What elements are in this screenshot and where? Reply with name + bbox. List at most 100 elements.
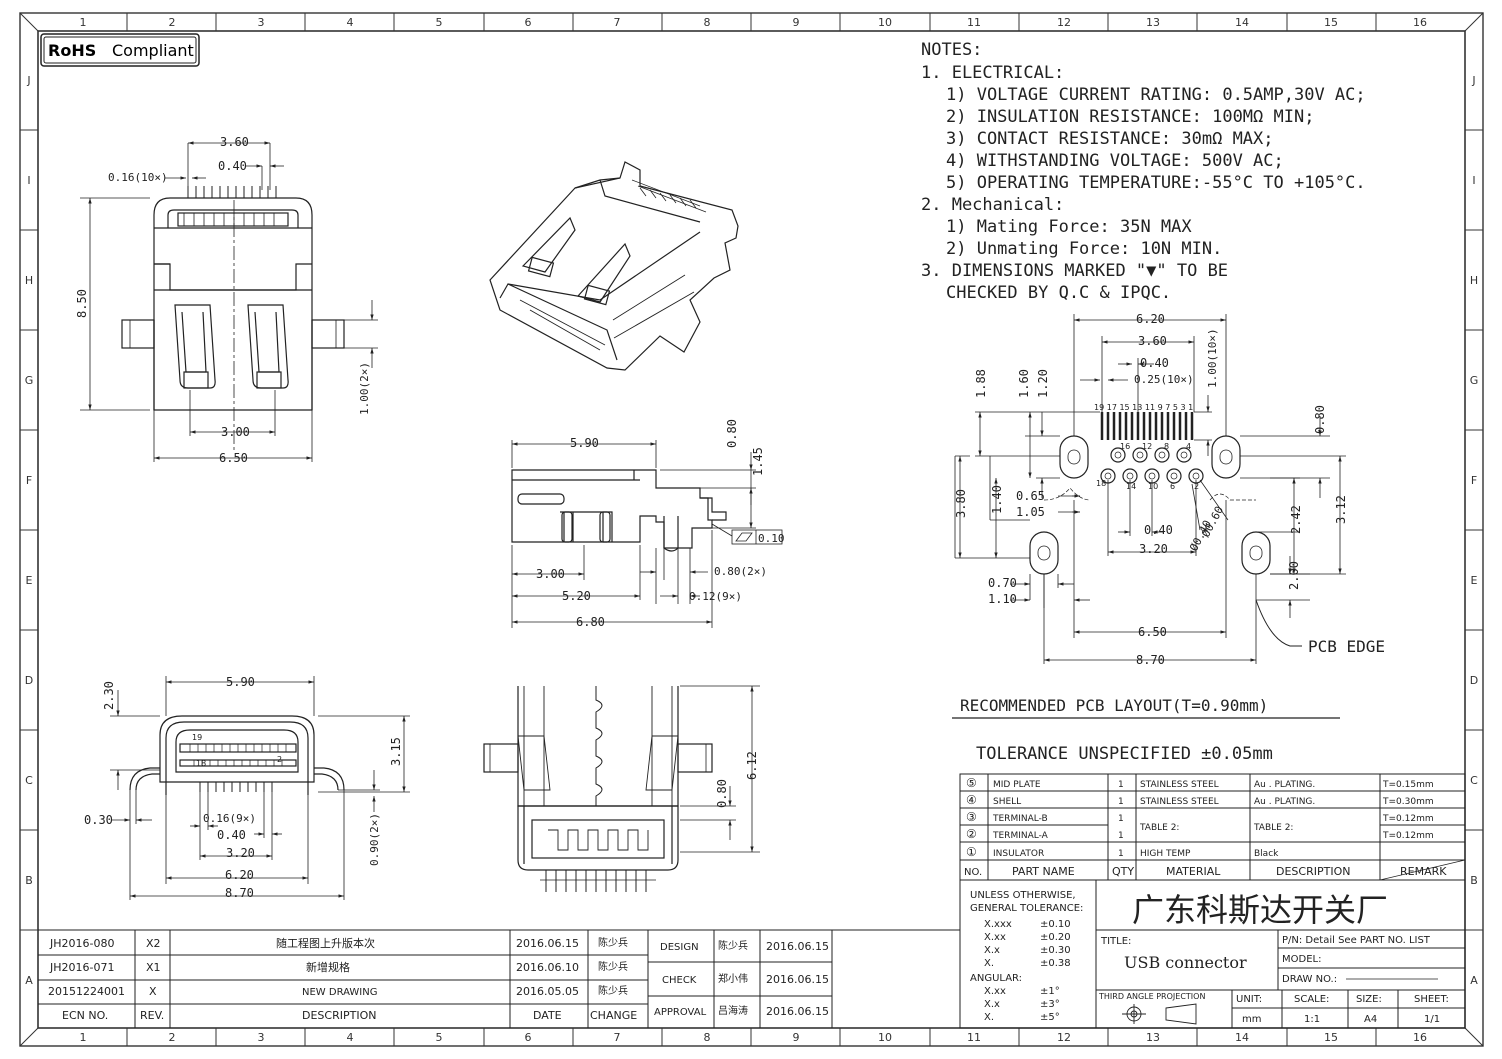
svg-text:16: 16 [1413,1031,1427,1044]
svg-text:C: C [25,774,33,787]
svg-text:X.xxx: X.xxx [984,919,1012,930]
svg-text:0.80: 0.80 [725,419,739,448]
svg-text:Compliant: Compliant [112,41,194,60]
svg-text:DATE: DATE [533,1009,562,1022]
svg-text:7: 7 [614,1031,621,1044]
svg-text:B: B [25,874,33,887]
svg-text:3: 3 [258,1031,265,1044]
svg-text:1/1: 1/1 [1424,1014,1440,1025]
side-view-dims [511,440,783,628]
svg-text:ANGULAR:: ANGULAR: [970,973,1022,984]
svg-text:GENERAL TOLERANCE:: GENERAL TOLERANCE: [970,903,1083,914]
svg-text:8: 8 [704,1031,711,1044]
svg-text:SHELL: SHELL [993,797,1021,807]
svg-text:1.10: 1.10 [988,592,1017,606]
svg-text:TABLE 2:: TABLE 2: [1139,823,1179,833]
svg-text:QTY: QTY [1112,865,1134,878]
svg-text:3.00: 3.00 [221,425,250,439]
svg-text:3.00: 3.00 [536,567,565,581]
svg-text:陈少兵: 陈少兵 [598,960,628,973]
svg-text:2. Mechanical:: 2. Mechanical: [921,195,1064,215]
svg-text:SIZE:: SIZE: [1356,994,1382,1005]
svg-text:TERMINAL-A: TERMINAL-A [992,831,1049,841]
svg-text:0.80(2×): 0.80(2×) [714,565,767,578]
front-view-labels: 3.60 0.40 0.16(10×) 8.50 3.00 6.50 1.00(… [75,135,371,465]
svg-text:随工程图上升版本次: 随工程图上升版本次 [276,936,375,950]
svg-text:15: 15 [1324,16,1338,29]
top-view [483,686,713,892]
svg-text:MATERIAL: MATERIAL [1166,865,1221,878]
svg-text:P/N: Detail See PART NO. LIST: P/N: Detail See PART NO. LIST [1282,935,1431,946]
svg-text:TABLE 2:: TABLE 2: [1253,823,1293,833]
svg-text:19: 19 [192,733,202,742]
svg-text:0.10: 0.10 [758,532,785,545]
svg-text:J: J [1471,74,1475,87]
svg-text:1.20: 1.20 [1036,369,1050,398]
projection-symbol [1122,1003,1197,1025]
svg-text:1: 1 [1118,780,1124,790]
svg-text:6.80: 6.80 [576,615,605,629]
svg-text:3: 3 [258,16,265,29]
svg-text:15: 15 [1324,1031,1338,1044]
svg-text:G: G [25,374,34,387]
svg-text:2) INSULATION RESISTANCE: 100M: 2) INSULATION RESISTANCE: 100MΩ MIN; [946,107,1314,127]
svg-text:G: G [1470,374,1479,387]
svg-text:⑤: ⑤ [966,776,977,790]
svg-text:0.16(10×): 0.16(10×) [108,171,168,184]
bottom-front-dims [110,676,410,900]
svg-text:12: 12 [1057,1031,1071,1044]
svg-text:4) WITHSTANDING VOLTAGE: 500V: 4) WITHSTANDING VOLTAGE: 500V AC; [946,151,1284,171]
svg-text:2) Unmating Force: 10N MIN.: 2) Unmating Force: 10N MIN. [946,239,1222,259]
svg-text:11: 11 [967,16,981,29]
svg-text:DESIGN: DESIGN [660,942,699,953]
svg-text:8: 8 [1164,442,1169,451]
svg-text:13: 13 [1146,16,1160,29]
svg-text:19 17 15 13 11 9 7 5 3 1: 19 17 15 13 11 9 7 5 3 1 [1094,403,1193,412]
svg-text:1: 1 [1118,849,1124,859]
svg-text:T=0.15mm: T=0.15mm [1382,780,1434,790]
svg-text:9: 9 [793,1031,800,1044]
svg-text:C: C [1470,774,1478,787]
svg-text:1. ELECTRICAL:: 1. ELECTRICAL: [921,63,1064,83]
svg-text:1) VOLTAGE CURRENT RATING: 0.5: 1) VOLTAGE CURRENT RATING: 0.5AMP,30V AC… [946,85,1366,105]
svg-text:陈少兵: 陈少兵 [598,984,628,997]
svg-text:J: J [26,74,30,87]
svg-text:1:1: 1:1 [1304,1014,1320,1025]
svg-text:±0.20: ±0.20 [1040,932,1071,943]
pcb-dims [954,314,1346,664]
svg-text:1) Mating Force: 35N MAX: 1) Mating Force: 35N MAX [946,217,1192,237]
svg-text:9: 9 [793,16,800,29]
svg-text:20151224001: 20151224001 [48,985,125,998]
svg-text:3.12: 3.12 [1334,495,1348,524]
svg-text:PART NAME: PART NAME [1012,865,1075,878]
svg-text:B: B [1470,874,1478,887]
svg-text:3.20: 3.20 [226,846,255,860]
svg-text:6: 6 [1170,482,1175,491]
svg-text:5.90: 5.90 [570,436,599,450]
svg-text:±0.38: ±0.38 [1040,958,1071,969]
svg-text:0.12(9×): 0.12(9×) [689,590,742,603]
svg-text:APPROVAL: APPROVAL [654,1007,707,1018]
svg-text:DRAW NO.:: DRAW NO.: [1282,974,1337,985]
svg-text:PCB EDGE: PCB EDGE [1308,637,1385,656]
svg-text:6.12: 6.12 [745,751,759,780]
svg-text:4: 4 [347,1031,354,1044]
svg-text:0.40: 0.40 [217,828,246,842]
svg-text:2016.06.10: 2016.06.10 [516,961,579,974]
svg-text:SHEET:: SHEET: [1414,994,1449,1005]
svg-text:0.40: 0.40 [1140,356,1169,370]
svg-text:RoHS: RoHS [48,41,96,60]
svg-text:NEW DRAWING: NEW DRAWING [302,987,377,998]
svg-text:TITLE:: TITLE: [1100,936,1131,947]
iso-view [489,161,739,371]
revision-table [38,929,960,1028]
svg-text:②: ② [966,827,977,841]
svg-text:TERMINAL-B: TERMINAL-B [992,814,1048,824]
svg-text:CHECK: CHECK [662,975,697,986]
notes: NOTES: 1. ELECTRICAL: 1) VOLTAGE CURRENT… [921,40,1366,303]
svg-text:T=0.12mm: T=0.12mm [1382,814,1434,824]
svg-text:陈少兵: 陈少兵 [598,936,628,949]
svg-text:STAINLESS STEEL: STAINLESS STEEL [1140,780,1219,790]
svg-text:STAINLESS STEEL: STAINLESS STEEL [1140,797,1219,807]
